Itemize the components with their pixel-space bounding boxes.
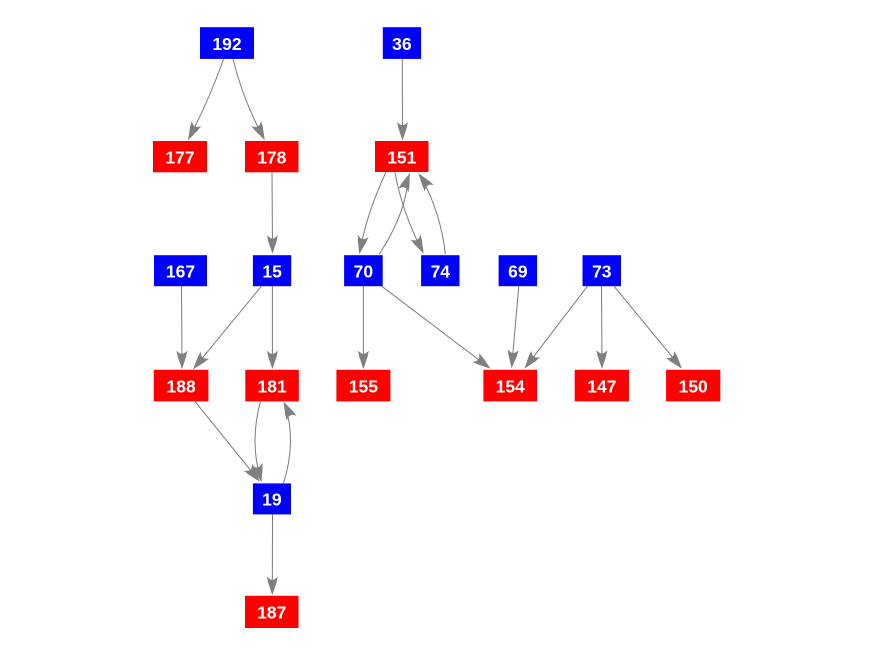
svg-text:15: 15 <box>262 262 282 282</box>
svg-text:167: 167 <box>166 262 195 282</box>
svg-text:36: 36 <box>392 34 412 54</box>
svg-text:178: 178 <box>257 148 286 168</box>
svg-text:181: 181 <box>257 376 286 396</box>
svg-text:69: 69 <box>508 262 528 282</box>
svg-text:73: 73 <box>592 262 612 282</box>
svg-text:150: 150 <box>679 376 708 396</box>
svg-text:19: 19 <box>262 490 282 510</box>
svg-text:188: 188 <box>166 376 195 396</box>
svg-text:154: 154 <box>496 376 525 396</box>
svg-text:74: 74 <box>431 262 451 282</box>
svg-text:187: 187 <box>257 603 286 623</box>
svg-text:70: 70 <box>354 262 374 282</box>
svg-text:155: 155 <box>349 376 378 396</box>
svg-text:177: 177 <box>165 148 194 168</box>
svg-text:192: 192 <box>212 34 241 54</box>
svg-text:147: 147 <box>587 376 616 396</box>
svg-text:151: 151 <box>387 147 416 167</box>
